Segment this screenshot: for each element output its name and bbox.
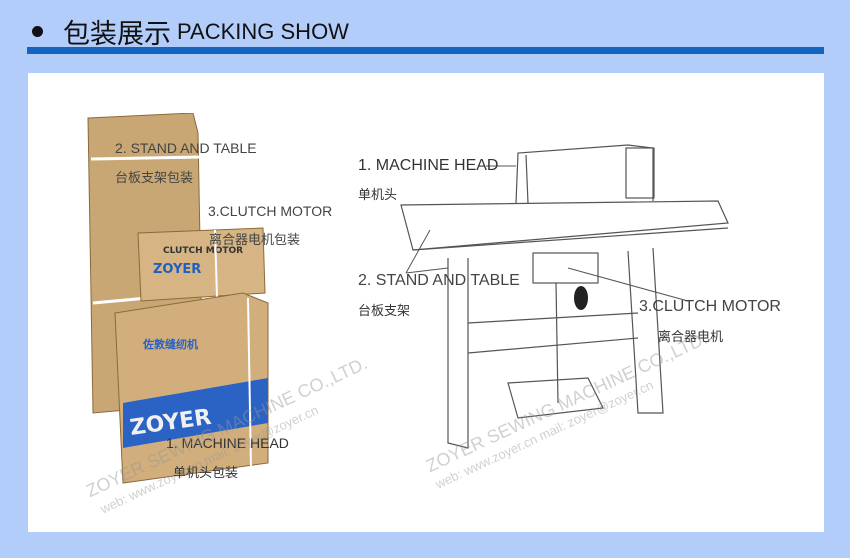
head-box-cn: 佐敦缝纫机 [142,337,198,351]
packing-boxes-image: CLUTCH MOTOR ZOYER ZOYER 佐敦缝纫机 [87,113,269,484]
motor-box-text: CLUTCH MOTOR [163,246,243,256]
left-label-motor-cn: 离合器电机包装 [209,232,301,247]
left-label-stand-en: 2. STAND AND TABLE [115,140,257,156]
right-label-stand-en: 2. STAND AND TABLE [358,272,520,289]
left-label-motor-en: 3.CLUTCH MOTOR [208,203,333,219]
right-label-head-en: 1. MACHINE HEAD [358,157,499,174]
right-label-motor-en: 3.CLUTCH MOTOR [639,298,781,315]
header-divider [27,47,824,54]
right-label-head-cn: 单机头 [358,187,398,202]
section-header: 包装展示 PACKING SHOW [28,12,349,51]
left-label-head-cn: 单机头包装 [173,465,239,480]
left-label-head-en: 1. MACHINE HEAD [166,435,289,451]
title-chinese: 包装展示 [63,19,171,50]
left-label-stand-cn: 台板支架包装 [115,170,194,185]
bullet-icon [32,26,43,37]
content-panel: CLUTCH MOTOR ZOYER ZOYER 佐敦缝纫机 2. STAND … [28,73,824,532]
right-label-stand-cn: 台板支架 [358,303,411,318]
sewing-machine-diagram [400,144,729,449]
motor-box-brand: ZOYER [153,262,201,277]
title-english: PACKING SHOW [177,18,349,44]
right-label-motor-cn: 离合器电机 [658,329,724,344]
